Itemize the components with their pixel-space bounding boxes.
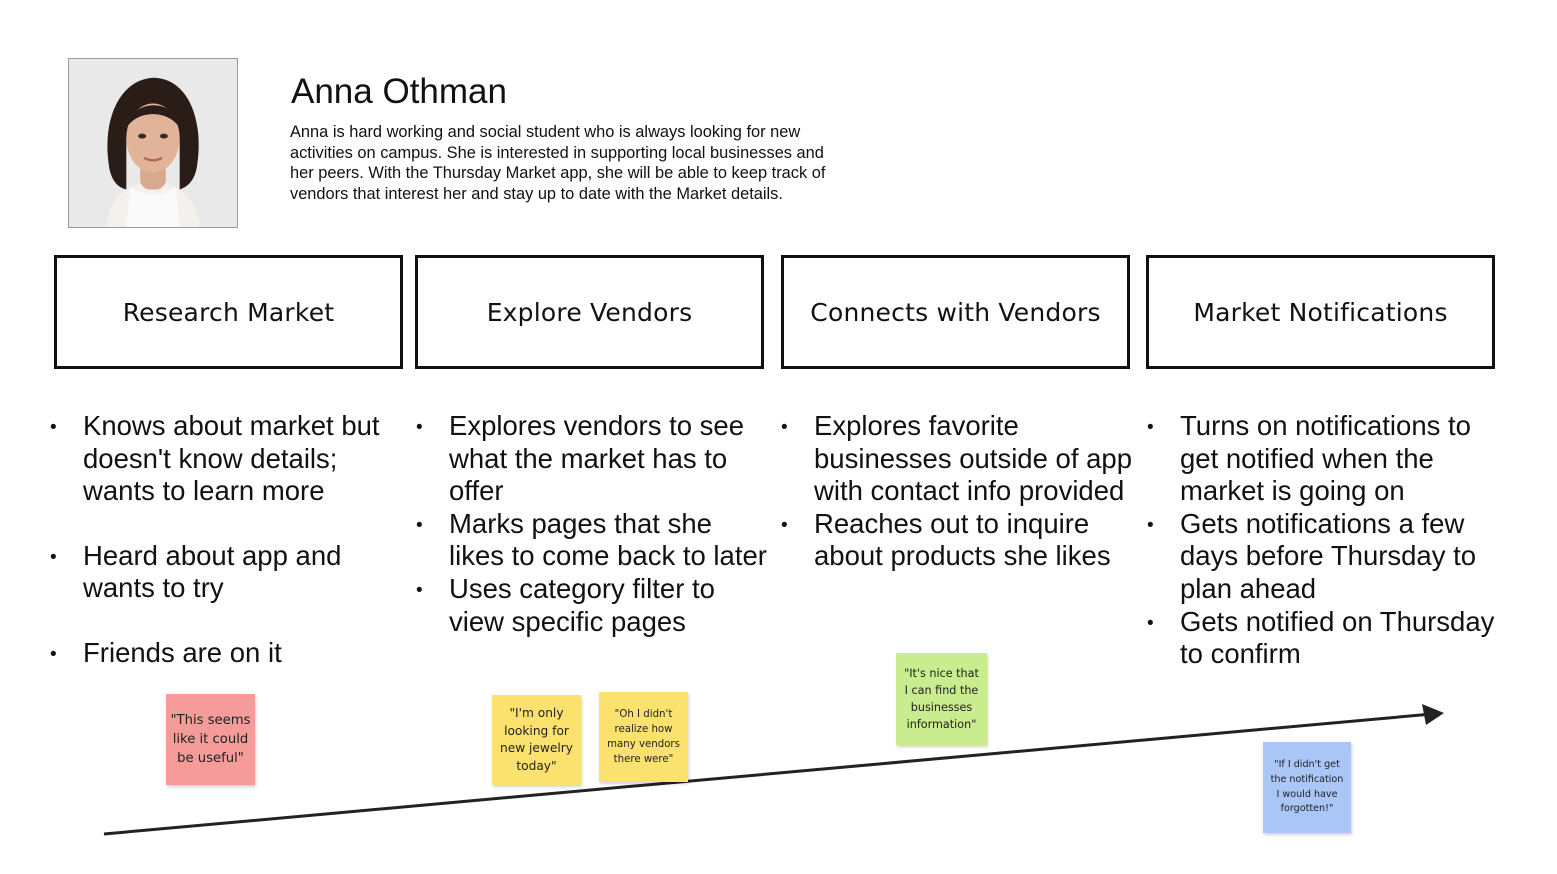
bullet-item: Marks pages that she likes to come back … bbox=[416, 508, 770, 573]
bullet-item: Friends are on it bbox=[50, 637, 404, 673]
stage-explore-vendors: Explore Vendors bbox=[415, 255, 764, 369]
arrow-right-icon bbox=[1422, 704, 1444, 725]
market-notifications-points: Turns on notifications to get notified w… bbox=[1147, 410, 1501, 671]
bullet-item: Turns on notifications to get notified w… bbox=[1147, 410, 1501, 508]
bullet-item: Gets notifications a few days before Thu… bbox=[1147, 508, 1501, 606]
journey-arrow-line bbox=[103, 712, 1433, 836]
research-market-points: Knows about market but doesn't know deta… bbox=[50, 410, 404, 673]
bullet-item: Explores vendors to see what the market … bbox=[416, 410, 770, 508]
bullet-item: Heard about app and wants to try bbox=[50, 540, 404, 605]
connects-with-vendors-points: Explores favorite businesses outside of … bbox=[781, 410, 1135, 573]
stage-market-notifications: Market Notifications bbox=[1146, 255, 1495, 369]
persona-photo bbox=[68, 58, 238, 228]
sticky-note-quote: "This seems like it could be useful" bbox=[166, 694, 255, 785]
stage-research-market: Research Market bbox=[54, 255, 403, 369]
bullet-item: Uses category filter to view specific pa… bbox=[416, 573, 770, 638]
bullet-item: Gets notified on Thursday to confirm bbox=[1147, 606, 1501, 671]
sticky-note-quote: "Oh I didn't realize how many vendors th… bbox=[599, 692, 688, 782]
stage-connects-with-vendors: Connects with Vendors bbox=[781, 255, 1130, 369]
sticky-note-quote: "It's nice that I can find the businesse… bbox=[896, 653, 987, 745]
persona-name: Anna Othman bbox=[291, 72, 507, 111]
bullet-item: Knows about market but doesn't know deta… bbox=[50, 410, 404, 508]
explore-vendors-points: Explores vendors to see what the market … bbox=[416, 410, 770, 638]
portrait-image bbox=[69, 59, 237, 227]
persona-bio: Anna is hard working and social student … bbox=[290, 123, 826, 203]
sticky-note-quote: "I'm only looking for new jewelry today" bbox=[492, 695, 581, 785]
bullet-item: Reaches out to inquire about products sh… bbox=[781, 508, 1135, 573]
sticky-note-quote: "If I didn't get the notification I woul… bbox=[1263, 742, 1351, 833]
bullet-item: Explores favorite businesses outside of … bbox=[781, 410, 1135, 508]
